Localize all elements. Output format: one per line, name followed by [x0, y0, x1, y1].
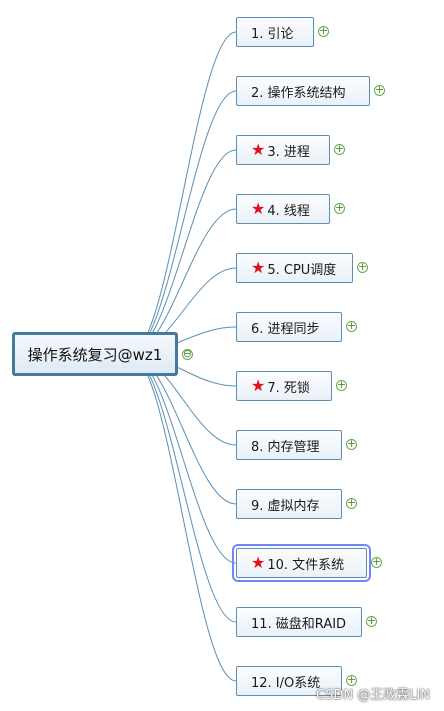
expand-icon[interactable]: + [346, 673, 357, 686]
collapse-icon[interactable]: ⊖ [182, 347, 193, 360]
subtopic-node[interactable]: ★10. 文件系统 [232, 544, 371, 582]
subtopic-node[interactable]: 1. 引论 [236, 17, 314, 47]
subtopic-node[interactable]: 2. 操作系统结构 [236, 76, 370, 106]
subtopic-label: 7. 死锁 [267, 380, 310, 396]
expand-icon[interactable]: + [346, 319, 357, 332]
expand-icon[interactable]: + [318, 24, 329, 37]
expand-icon[interactable]: + [371, 555, 382, 568]
connector-line [129, 353, 237, 505]
connector-line [129, 90, 237, 355]
expand-icon[interactable]: + [346, 437, 357, 450]
connector-line [129, 353, 237, 564]
watermark: CSDN @王政霖LIN [316, 688, 430, 703]
subtopic-node[interactable]: 9. 虚拟内存 [236, 489, 342, 519]
star-icon: ★ [251, 140, 266, 159]
subtopic-label: 12. I/O系统 [251, 675, 321, 691]
root-topic-label: 操作系统复习@wz1 [27, 345, 163, 364]
expand-icon[interactable]: + [357, 260, 368, 273]
star-icon: ★ [251, 258, 266, 277]
subtopic-label: 4. 线程 [267, 203, 310, 219]
connector-line [129, 31, 237, 355]
subtopic-label: 1. 引论 [251, 26, 294, 42]
subtopic-node[interactable]: ★5. CPU调度 [236, 253, 353, 283]
subtopic-label: 8. 内存管理 [251, 439, 320, 455]
subtopic-label: 6. 进程同步 [251, 321, 320, 337]
root-topic[interactable]: 操作系统复习@wz1 [12, 332, 178, 376]
expand-icon[interactable]: + [334, 201, 345, 214]
subtopic-node[interactable]: 12. I/O系统 [236, 666, 342, 696]
subtopic-node[interactable]: 6. 进程同步 [236, 312, 342, 342]
subtopic-node[interactable]: 8. 内存管理 [236, 430, 342, 460]
subtopic-label: 10. 文件系统 [267, 557, 345, 573]
subtopic-label: 11. 磁盘和RAID [251, 616, 347, 632]
star-icon: ★ [251, 376, 266, 395]
star-icon: ★ [251, 199, 266, 218]
subtopic-node[interactable]: 11. 磁盘和RAID [236, 607, 362, 637]
subtopic-label: 9. 虚拟内存 [251, 498, 320, 514]
subtopic-node[interactable]: ★3. 进程 [236, 135, 330, 165]
subtopic-node[interactable]: ★7. 死锁 [236, 371, 332, 401]
subtopic-label: 3. 进程 [267, 144, 310, 160]
expand-icon[interactable]: + [334, 142, 345, 155]
subtopic-label: 5. CPU调度 [267, 262, 337, 278]
connector-line [129, 353, 237, 682]
subtopic-node[interactable]: ★4. 线程 [236, 194, 330, 224]
expand-icon[interactable]: + [374, 83, 385, 96]
connector-line [129, 149, 237, 355]
expand-icon[interactable]: + [346, 496, 357, 509]
star-icon: ★ [251, 553, 266, 572]
subtopic-label: 2. 操作系统结构 [251, 85, 346, 101]
connector-line [129, 353, 237, 623]
expand-icon[interactable]: + [366, 614, 377, 627]
expand-icon[interactable]: + [336, 378, 347, 391]
